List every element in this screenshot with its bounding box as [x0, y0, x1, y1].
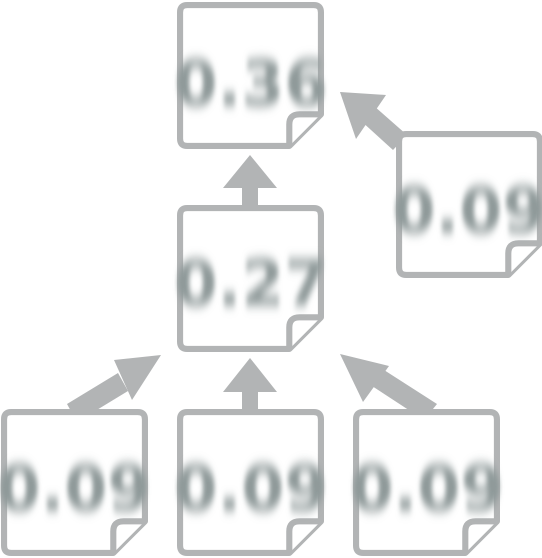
node-root: 0.36 [175, 5, 328, 146]
arrow-side-to-root [340, 92, 407, 150]
arrows [67, 92, 437, 422]
node-bottom-center: 0.09 [175, 412, 328, 553]
node-side: 0.09 [393, 134, 542, 275]
node-value: 0.27 [175, 247, 328, 320]
node-value: 0.09 [393, 174, 542, 247]
node-bottom-right: 0.09 [351, 412, 504, 553]
node-value: 0.09 [175, 452, 328, 525]
node-value: 0.09 [0, 452, 150, 525]
node-value: 0.09 [351, 452, 504, 525]
arrow-bottom-center-to-middle [223, 358, 277, 412]
arrow-bottom-right-to-middle [340, 354, 437, 420]
node-bottom-left: 0.09 [0, 412, 150, 553]
node-value: 0.36 [175, 47, 328, 120]
node-middle: 0.27 [175, 208, 328, 349]
arrow-middle-to-root [223, 155, 277, 210]
